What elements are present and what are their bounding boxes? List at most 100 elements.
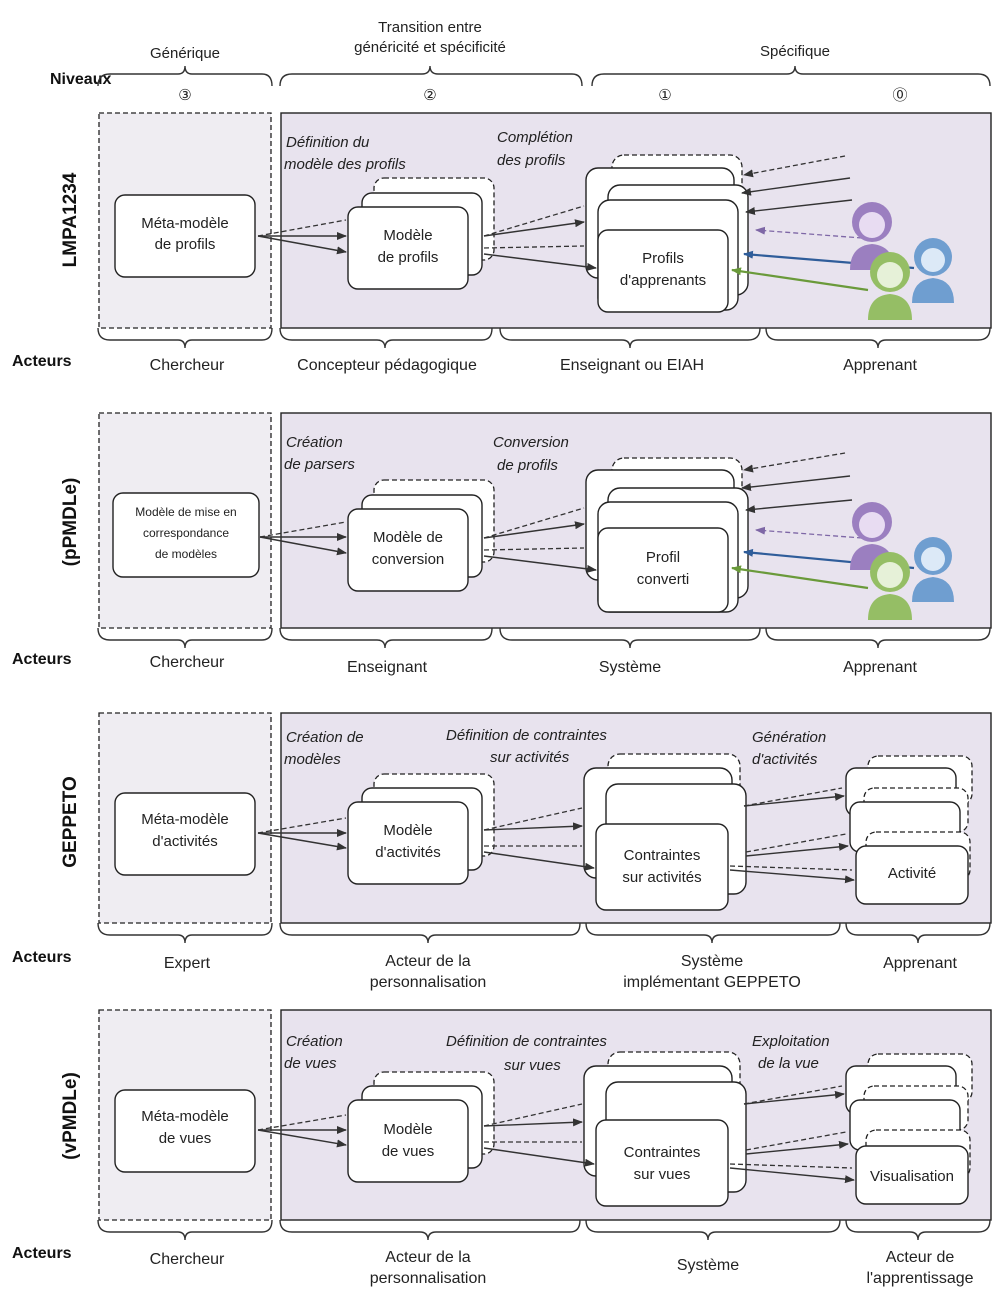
stage-2-label-1: Définition de contraintes: [446, 1033, 607, 1050]
actor-teacher: Enseignant: [347, 659, 428, 676]
actor-brace: [97, 627, 273, 649]
model-box: [347, 508, 469, 592]
model-label-2: conversion: [372, 551, 445, 568]
actor-brace: [765, 627, 991, 649]
profile-label-2: converti: [637, 571, 690, 588]
actor-brace: [585, 922, 841, 944]
input-arrow-green: [731, 565, 869, 590]
input-arrow: [745, 199, 853, 215]
level-specific-number-0: ⓪: [892, 87, 907, 104]
meta-model-label-2: correspondance: [143, 526, 229, 540]
arrow-dashed: [745, 833, 847, 853]
stage-1-label-1: Création: [286, 1033, 343, 1050]
actor-researcher: Chercheur: [150, 1251, 225, 1268]
actor-brace: [845, 922, 991, 944]
actor-system-1: Système: [681, 953, 743, 970]
input-arrow-green: [731, 267, 869, 292]
arrow-dashed: [257, 1114, 347, 1131]
stage-2-label-1: Définition de contraintes: [446, 727, 607, 744]
actor-personalization-1: Acteur de la: [385, 953, 470, 970]
stage-2-label-2: sur activités: [490, 749, 570, 766]
meta-model-box: [114, 194, 256, 278]
actors-label: Acteurs: [12, 353, 72, 370]
row-title: (pPMDLe): [60, 478, 81, 567]
actor-designer: Concepteur pédagogique: [297, 357, 477, 374]
actor-brace: [499, 627, 761, 649]
actor-learner: Apprenant: [883, 955, 957, 972]
arrow: [743, 1090, 845, 1105]
actors-label: Acteurs: [12, 651, 72, 668]
constraint-label-2: sur vues: [634, 1166, 691, 1183]
stage-3-label-2: d'activités: [752, 751, 818, 768]
arrow-dashed: [483, 547, 585, 551]
actor-learner: Apprenant: [843, 659, 917, 676]
input-arrow: [741, 177, 851, 196]
actor-brace: [97, 327, 273, 349]
levels-side-label: Niveaux: [50, 71, 111, 88]
meta-model-label-1: Méta-modèle: [141, 811, 229, 828]
stage-1-label-1: Création de: [286, 729, 364, 746]
actor-brace: [97, 1219, 273, 1241]
arrow: [745, 1140, 849, 1155]
actor-system: Système: [677, 1257, 739, 1274]
level-transition-brace: [279, 65, 583, 87]
stage-1-label-1: Définition du: [286, 134, 370, 151]
stage-1-label-2: de vues: [284, 1055, 337, 1072]
profile-label-2: d'apprenants: [620, 272, 706, 289]
actor-personalization-2: personnalisation: [370, 1270, 487, 1287]
arrow-dashed: [729, 865, 853, 871]
meta-model-box: [114, 792, 256, 876]
arrow-dashed: [483, 507, 585, 539]
visualisation-box: [855, 1145, 969, 1205]
stage-1-label-2: modèle des profils: [284, 156, 406, 173]
row-title: GEPPETO: [60, 776, 81, 868]
arrow: [743, 792, 845, 807]
arrow: [729, 869, 855, 884]
arrow-dashed: [483, 245, 585, 249]
level-transition-number: ②: [423, 87, 436, 104]
level-specific-title: Spécifique: [760, 43, 830, 60]
stage-2-label-2: sur vues: [504, 1057, 561, 1074]
model-box: [347, 1099, 469, 1183]
arrow: [257, 832, 347, 851]
arrow-dashed: [743, 1085, 843, 1105]
actor-system-2: implémentant GEPPETO: [623, 974, 801, 991]
stage-3-label-1: Génération: [752, 729, 826, 746]
constraint-label-1: Contraintes: [624, 847, 701, 864]
input-arrow-dashed: [743, 452, 846, 473]
actor-personalization-2: personnalisation: [370, 974, 487, 991]
stage-1-label-2: modèles: [284, 751, 341, 768]
model-label-1: Modèle: [383, 822, 432, 839]
arrow: [483, 851, 595, 871]
arrow: [483, 253, 597, 271]
learner-green-icon: [868, 252, 912, 320]
row-vpmdle: (vPMDLe) Méta-modèle de vues Création de…: [12, 1009, 992, 1287]
arrow-dashed: [729, 1163, 853, 1169]
input-arrow-purple: [755, 526, 863, 539]
meta-model-label-2: de vues: [159, 1130, 212, 1147]
arrow-dashed: [483, 807, 583, 831]
arrow: [745, 842, 849, 857]
stage-2-label-1: Conversion: [493, 434, 569, 451]
arrow-dashed: [257, 219, 347, 237]
stage-2-label-2: des profils: [497, 152, 566, 169]
stage-1-label-2: de parsers: [284, 456, 355, 473]
level-transition-title-2: généricité et spécificité: [354, 39, 506, 56]
arrow: [483, 1147, 595, 1167]
input-arrow-purple: [755, 226, 863, 239]
level-generic-title: Générique: [150, 45, 220, 62]
meta-model-box: [114, 1089, 256, 1173]
profile-box: [597, 229, 729, 313]
arrow-dashed: [745, 1131, 847, 1151]
stage-2-label-1: Complétion: [497, 129, 573, 146]
meta-model-label-1: Méta-modèle: [141, 215, 229, 232]
stage-3-label-1: Exploitation: [752, 1033, 830, 1050]
activity-label: Activité: [888, 865, 936, 882]
row-ppmdle: (pPMDLe) Modèle de mise en correspondanc…: [12, 412, 992, 676]
level-generic-brace: [97, 65, 273, 87]
model-label-1: Modèle de: [373, 529, 443, 546]
constraint-label-2: sur activités: [622, 869, 701, 886]
arrow: [257, 1129, 347, 1148]
actor-personalization-1: Acteur de la: [385, 1249, 470, 1266]
